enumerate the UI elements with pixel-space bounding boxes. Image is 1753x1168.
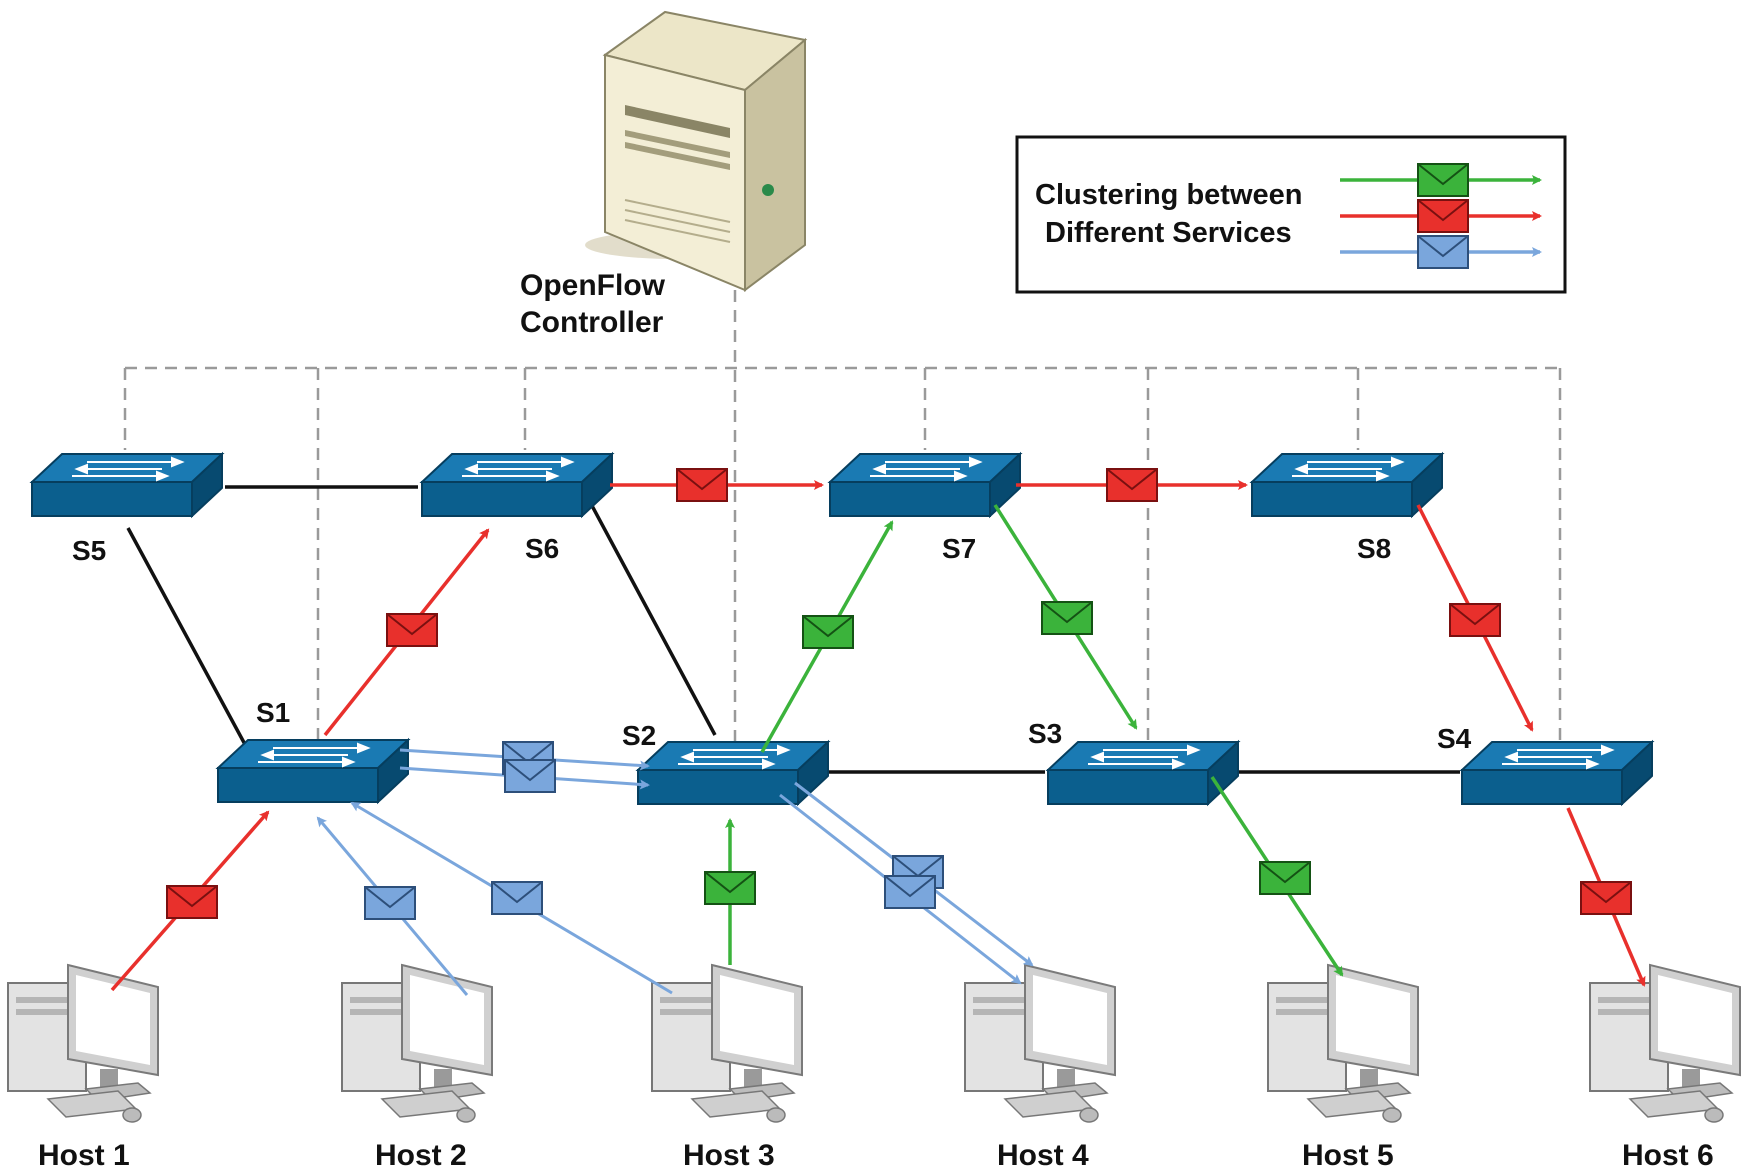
- envelope-icon: [166, 885, 218, 919]
- switch-label-s1: S1: [256, 697, 290, 728]
- envelope-icon: [884, 875, 936, 909]
- switch-s5: [31, 453, 223, 517]
- host-label-4: Host 4: [997, 1139, 1089, 1168]
- host-label-2: Host 2: [375, 1139, 467, 1168]
- switch-label-s6: S6: [525, 533, 559, 564]
- switch-label-s4: S4: [1437, 723, 1472, 754]
- switch-label-s3: S3: [1028, 718, 1062, 749]
- host-label-6: Host 6: [1622, 1139, 1714, 1168]
- envelope-icon: [1417, 163, 1469, 197]
- envelope-icon: [1041, 601, 1093, 635]
- envelope-icon: [386, 613, 438, 647]
- controller-label-line1: OpenFlow: [520, 269, 666, 302]
- controller-label-line2: Controller: [520, 306, 664, 339]
- legend: Clustering between Different Services: [1015, 135, 1567, 294]
- envelope-icon: [676, 468, 728, 502]
- data-links: [126, 485, 1460, 774]
- envelope-icon: [1259, 861, 1311, 895]
- envelope-icon: [364, 886, 416, 920]
- switch-label-s2: S2: [622, 720, 656, 751]
- message-envelopes: [166, 468, 1632, 920]
- envelope-icon: [504, 759, 556, 793]
- switch-s3: [1047, 741, 1239, 805]
- switch-label-s7: S7: [942, 533, 976, 564]
- flow-red: [110, 480, 1646, 992]
- control-links: [123, 290, 1562, 755]
- envelope-icon: [1417, 199, 1469, 233]
- host-4-icon: [964, 964, 1116, 1123]
- switch-s7: [829, 453, 1021, 517]
- host-1-icon: [7, 964, 159, 1123]
- envelope-icon: [1417, 235, 1469, 269]
- host-label-1: Host 1: [38, 1139, 130, 1168]
- switch-s4: [1461, 741, 1653, 805]
- host-3-icon: [651, 964, 803, 1123]
- envelope-icon: [802, 615, 854, 649]
- openflow-controller: OpenFlow Controller: [520, 10, 808, 339]
- host-label-3: Host 3: [683, 1139, 775, 1168]
- switch-s1: [217, 739, 409, 803]
- switch-label-s8: S8: [1357, 533, 1391, 564]
- envelope-icon: [1106, 468, 1158, 502]
- switch-s2: [637, 741, 829, 805]
- envelope-icon: [1580, 881, 1632, 915]
- switch-s8: [1251, 453, 1443, 517]
- host-5-icon: [1267, 964, 1419, 1123]
- envelope-icon: [491, 881, 543, 915]
- envelope-icon: [1449, 603, 1501, 637]
- switch-label-s5: S5: [72, 535, 106, 566]
- host-2-icon: [341, 964, 493, 1123]
- legend-text-line1: Clustering between: [1035, 179, 1303, 211]
- host-6-icon: [1589, 964, 1741, 1123]
- switch-s6: [421, 453, 613, 517]
- envelope-icon: [704, 871, 756, 905]
- legend-text-line2: Different Services: [1045, 217, 1292, 249]
- host-label-5: Host 5: [1302, 1139, 1394, 1168]
